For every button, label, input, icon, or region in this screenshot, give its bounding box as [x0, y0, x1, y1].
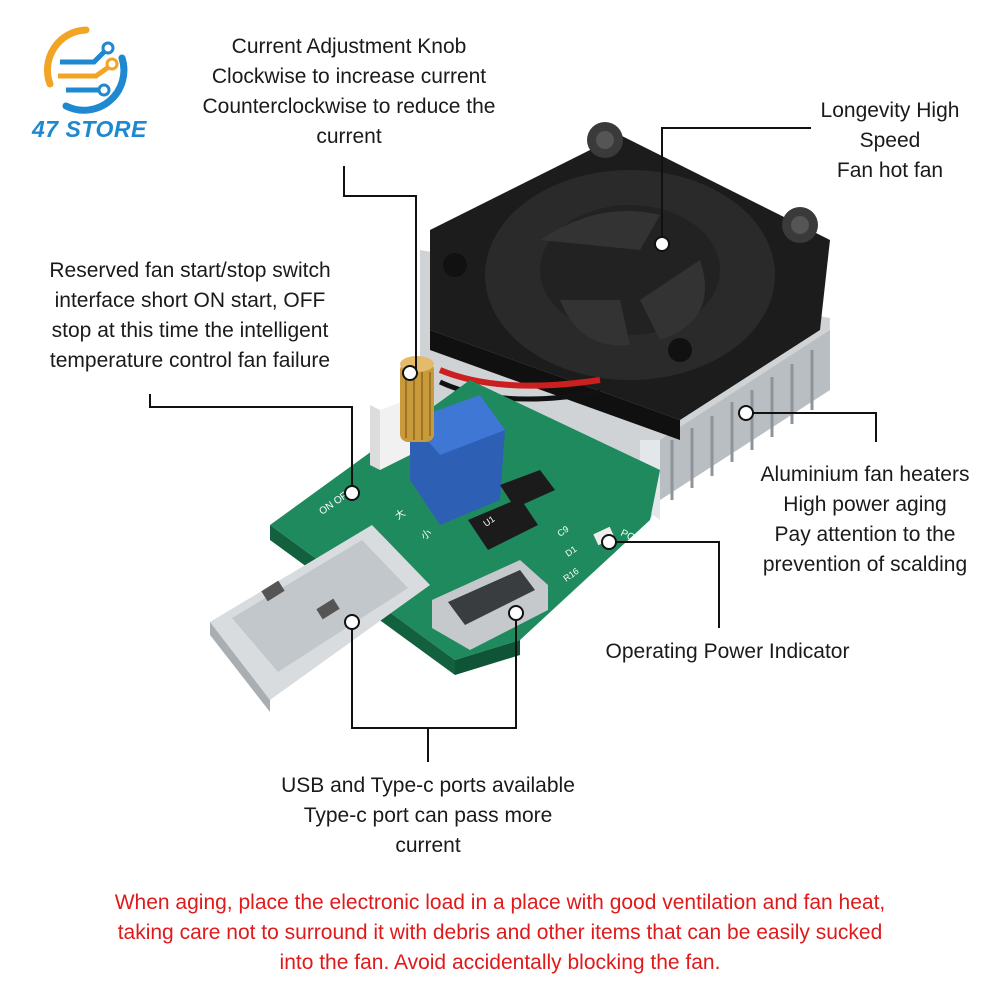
heatsink-callout: Aluminium fan heaters High power aging P… — [760, 463, 970, 576]
indicator-callout: Operating Power Indicator — [605, 640, 850, 663]
store-logo-icon — [43, 26, 128, 114]
switch-callout: Reserved fan start/stop switch interface… — [49, 259, 331, 372]
store-name: 47 STORE — [32, 116, 147, 142]
ports-callout: USB and Type-c ports available Type-c po… — [281, 774, 575, 857]
fan-callout: Longevity High Speed Fan hot fan — [820, 99, 960, 182]
knob-callout: Current Adjustment Knob Clockwise to inc… — [202, 35, 496, 148]
ventilation-warning: When aging, place the electronic load in… — [114, 891, 886, 974]
